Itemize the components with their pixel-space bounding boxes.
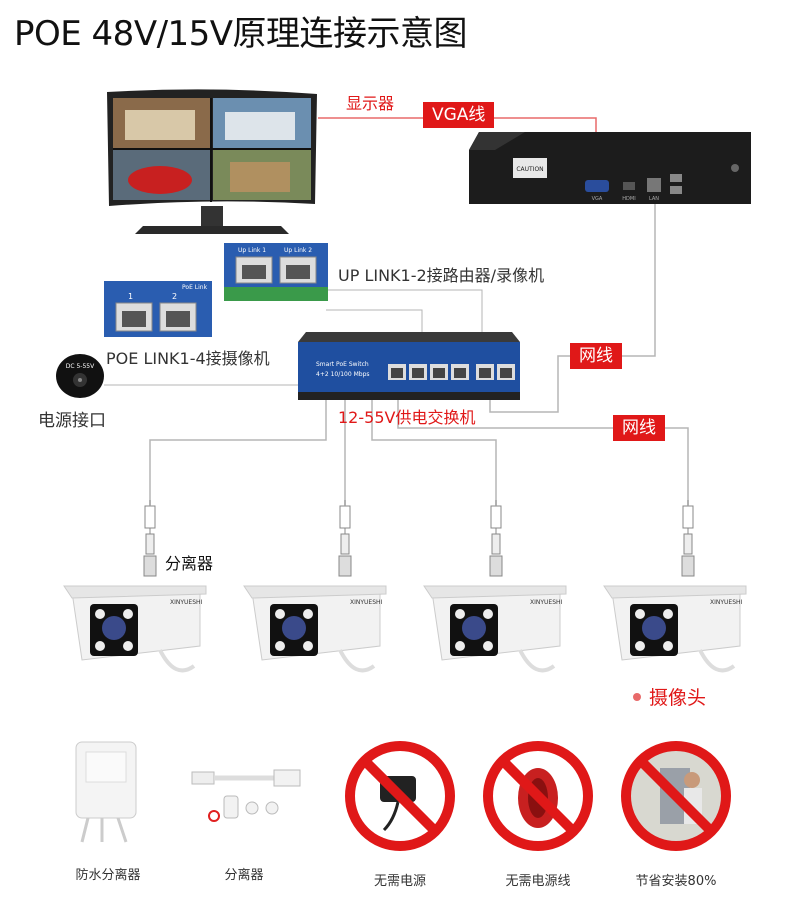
no-power-cable-icon [482,740,594,852]
monitor-image [105,88,320,236]
nvr-caution-text: CAUTION [516,166,543,173]
install-savings-icon [620,740,732,852]
bullet-dot-icon [633,693,641,701]
bottom-caption-1: 防水分离器 [58,864,158,883]
power-jack-text: DC 5-55V [66,363,95,370]
camera-cable-1 [150,400,326,505]
splitter-4 [682,500,694,576]
vga-port [585,180,609,192]
bottom-caption-4: 无需电源线 [488,870,588,889]
poe-port-1-number: 1 [128,292,133,301]
splitter-3 [490,500,502,576]
camera-brand-3: XINYUESHI [530,599,563,606]
splitter-2 [339,500,351,576]
camera-4: XINYUESHI [604,586,746,670]
nvr-vga-text: VGA [592,196,603,202]
bottom-row: 防水分离器 分离器 无需电源 无需电源线 [0,730,790,914]
bottom-caption-2: 分离器 [194,864,294,883]
network-cable-tag-1: 网线 [570,343,622,369]
poe-port-2-number: 2 [172,292,177,301]
poe-switch-image: Smart PoE Switch 4+2 10/100 Mbps [296,330,522,402]
splitter-kit-image [188,764,308,830]
uplink-label: UP LINK1-2接路由器/录像机 [338,262,544,286]
power-port-label: 电源接口 [38,406,106,431]
poe-panel-title: PoE Link [182,284,208,291]
camera-label: 摄像头 [649,683,706,710]
nvr-lan-text: LAN [649,196,659,202]
switch-model-text: Smart PoE Switch [316,361,369,368]
poe-port-panel: PoE Link 1 2 [104,281,212,337]
switch-label: 12-55V供电交换机 [338,404,475,428]
bottom-caption-5: 节省安装80% [626,870,726,889]
camera-row: XINYUESHI XINYUESHI XINYUESHI [60,584,760,688]
monitor-label: 显示器 [346,90,394,114]
bottom-caption-3: 无需电源 [350,870,450,889]
camera-brand-2: XINYUESHI [350,599,383,606]
switch-spec-text: 4+2 10/100 Mbps [316,371,370,378]
uplink-port-panel: Up Link 1 Up Link 2 [224,243,328,301]
nvr-hdmi-text: HDMI [622,196,635,202]
splitter-1 [144,500,156,576]
power-jack-image: DC 5-55V [54,352,106,400]
camera-3: XINYUESHI [424,586,566,670]
poe-link-label: POE LINK1-4接摄像机 [106,345,270,369]
uplink-port-1-label: Up Link 1 [238,247,266,254]
uplink-port-2-label: Up Link 2 [284,247,312,254]
nvr-image: CAUTION VGA HDMI LAN [465,128,755,206]
camera-brand-1: XINYUESHI [170,599,203,606]
no-power-supply-icon [344,740,456,852]
camera-1: XINYUESHI [64,586,206,670]
network-cable-tag-2: 网线 [613,415,665,441]
splitter-label: 分离器 [165,550,213,574]
camera-label-group: 摄像头 [633,683,706,710]
waterproof-splitter-image [68,738,146,846]
vga-cable-tag: VGA线 [423,102,494,128]
camera-2: XINYUESHI [244,586,386,670]
camera-brand-4: XINYUESHI [710,599,743,606]
